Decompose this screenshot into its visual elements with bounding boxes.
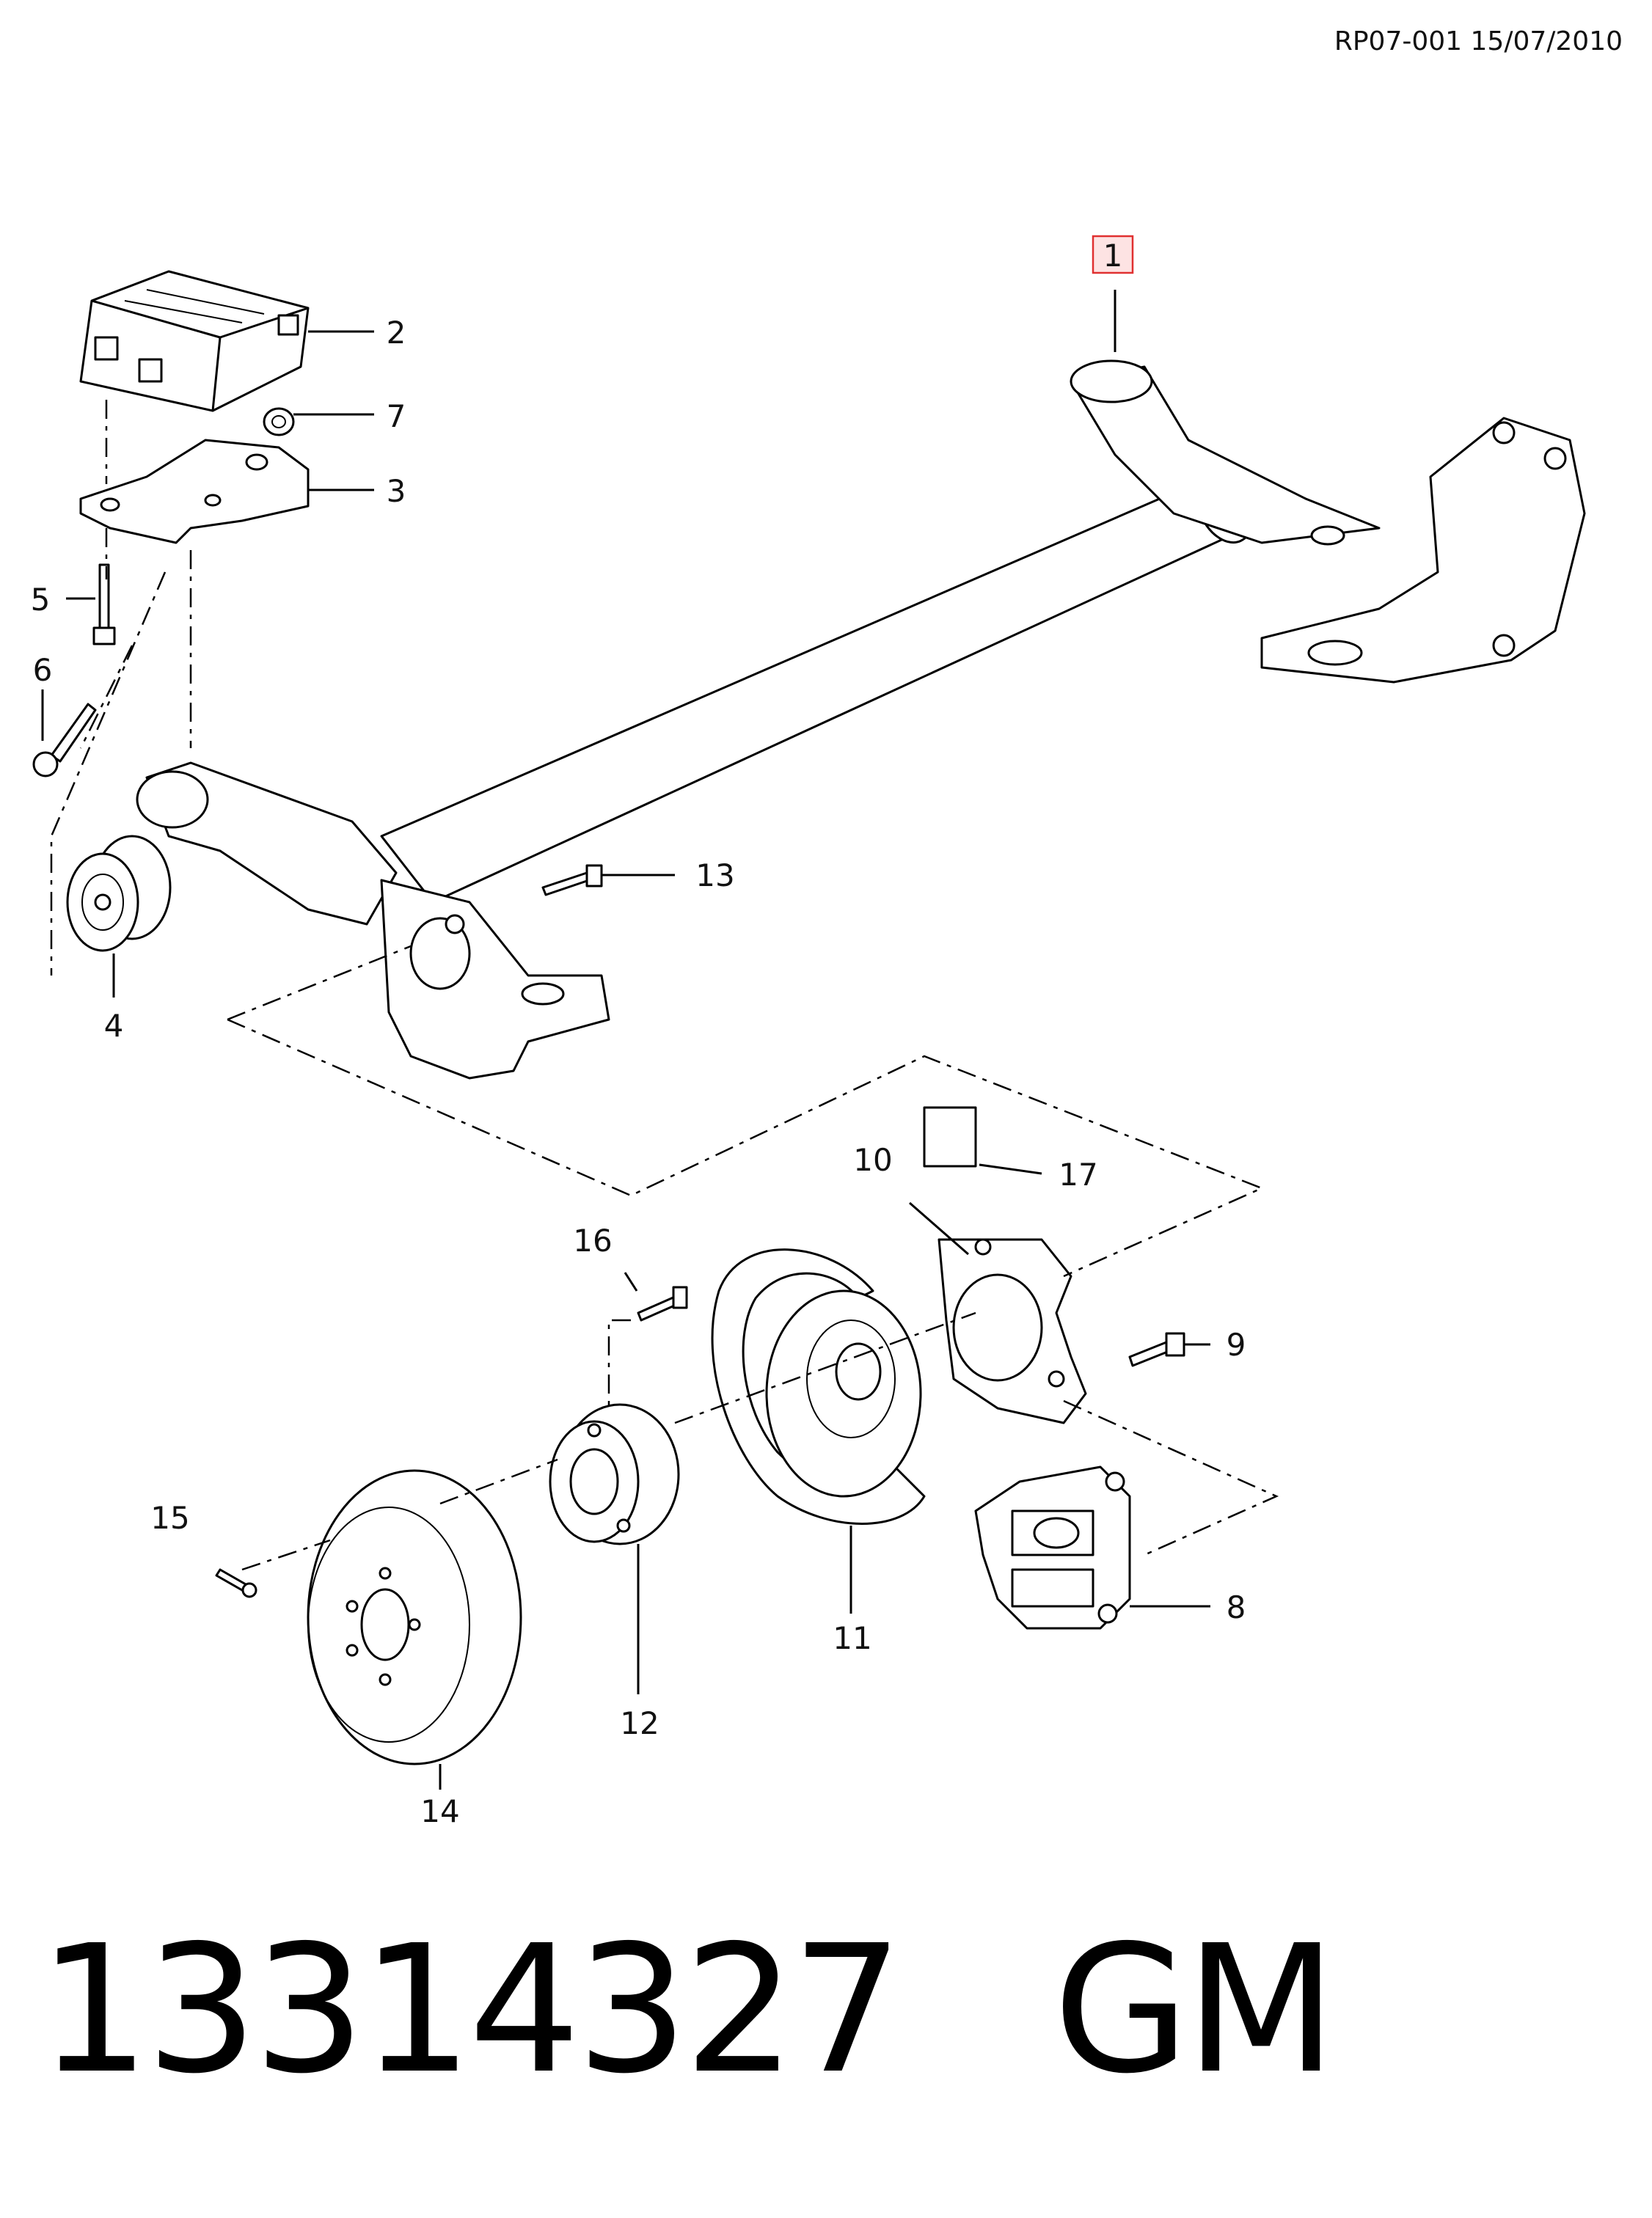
callout-7[interactable]: 7 — [387, 398, 406, 434]
callout-17[interactable]: 17 — [1059, 1157, 1097, 1193]
callout-2[interactable]: 2 — [387, 315, 406, 351]
callout-labels: 1 2 7 3 5 6 4 13 17 10 16 9 15 8 11 12 1… — [31, 238, 1246, 1829]
diagram-reference: RP07-001 15/07/2010 — [1334, 26, 1623, 56]
hub-bearing — [549, 1403, 680, 1545]
bolt-5 — [92, 563, 116, 645]
assembly-lines — [50, 400, 1279, 1571]
brake-caliper — [974, 1465, 1131, 1630]
callout-12[interactable]: 12 — [620, 1705, 659, 1741]
callout-9[interactable]: 9 — [1227, 1327, 1246, 1363]
part-number: 13314327 — [38, 1907, 904, 2112]
callout-14[interactable]: 14 — [420, 1793, 459, 1829]
callout-6[interactable]: 6 — [33, 652, 53, 688]
callout-1[interactable]: 1 — [1103, 238, 1123, 274]
callout-11[interactable]: 11 — [833, 1620, 871, 1656]
callout-8[interactable]: 8 — [1227, 1589, 1246, 1625]
rear-axle-beam — [136, 359, 1586, 1080]
callout-4[interactable]: 4 — [104, 1008, 124, 1044]
mounting-bracket — [79, 439, 310, 544]
callout-15[interactable]: 15 — [150, 1500, 189, 1536]
callout-13[interactable]: 13 — [695, 857, 734, 893]
nut-7 — [263, 407, 295, 436]
screw-15 — [215, 1568, 257, 1598]
control-module — [79, 270, 310, 412]
callout-1-highlight-box — [1092, 235, 1134, 274]
callout-16[interactable]: 16 — [573, 1223, 612, 1259]
bolt-6 — [32, 703, 97, 777]
dust-shield — [711, 1248, 926, 1525]
callout-3[interactable]: 3 — [387, 473, 406, 509]
bushing — [66, 835, 172, 952]
bolt-13 — [541, 864, 603, 896]
callout-leaders — [41, 290, 1210, 1790]
callout-5[interactable]: 5 — [31, 582, 51, 618]
bolt-9 — [1128, 1332, 1185, 1367]
callout-10[interactable]: 10 — [853, 1142, 892, 1178]
brake-disc — [307, 1469, 522, 1765]
brand-name: GM — [1053, 1907, 1337, 2112]
label-plate — [923, 1106, 977, 1168]
caliper-bracket — [938, 1238, 1087, 1424]
wheel-stud — [637, 1286, 688, 1322]
